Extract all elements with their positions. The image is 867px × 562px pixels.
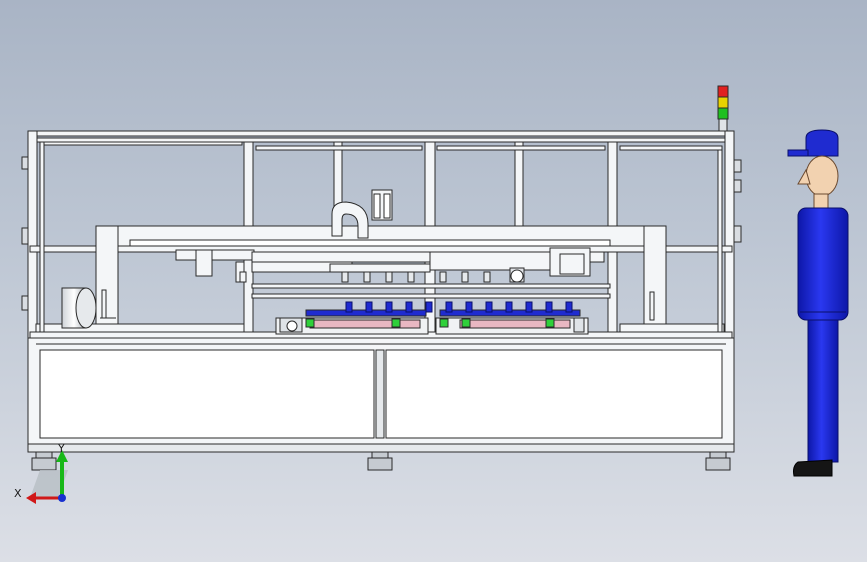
x-axis-label: X <box>14 487 22 500</box>
cable-chain <box>331 189 393 239</box>
y-axis-label: Y <box>57 442 65 455</box>
cabinet-base <box>27 337 735 453</box>
side-handles <box>21 156 742 311</box>
tape-roll <box>61 287 97 329</box>
leveling-feet <box>31 451 731 471</box>
gantry-beam <box>95 225 667 325</box>
axis-triad: Y X <box>14 442 68 504</box>
upper-nozzles <box>341 271 491 283</box>
signal-tower <box>717 85 729 132</box>
lower-nozzles <box>345 301 573 313</box>
conveyor-assembly <box>275 309 589 335</box>
pick-head <box>175 247 605 283</box>
scale-human-figure <box>787 129 849 477</box>
origin-marker <box>58 494 66 502</box>
